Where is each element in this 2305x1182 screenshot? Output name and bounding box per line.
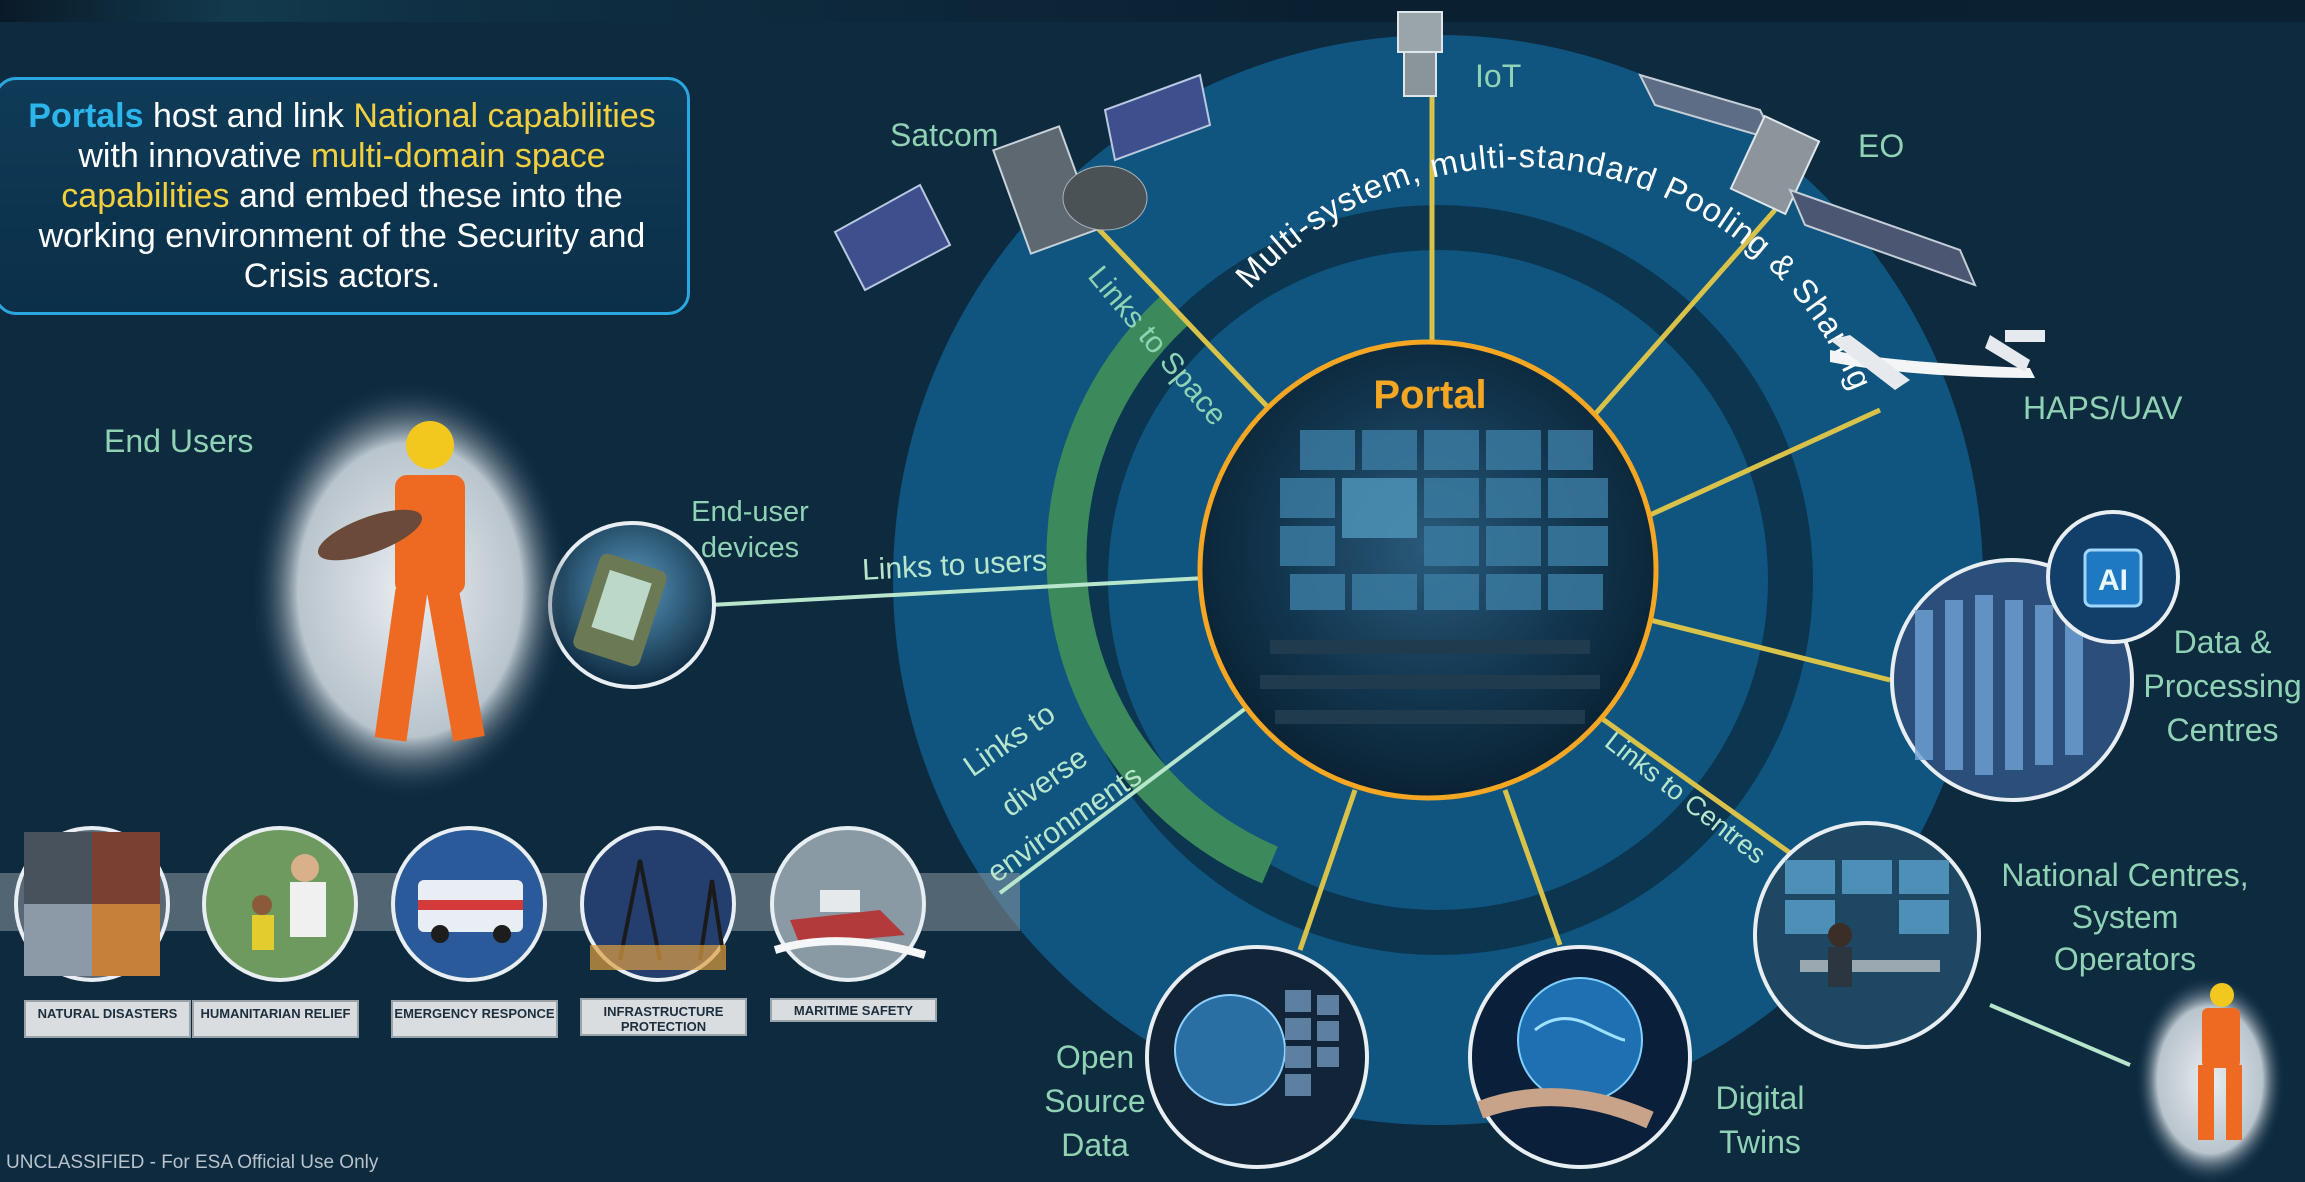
end-user-small-image[interactable] [2135,975,2285,1182]
portal-label: Portal [1373,373,1486,417]
link-end-user-bottom [1989,1003,2131,1067]
satcom-satellite-icon[interactable] [833,73,1212,292]
national-centres-image[interactable] [1753,821,1981,1049]
end-users-image[interactable] [250,380,570,800]
svg-text:AI: AI [2098,564,2128,597]
end-user-devices-label: End-user devices [691,496,809,564]
category-natural-disasters[interactable]: NATURAL DISASTERS [24,1000,191,1038]
emergency-response-image[interactable] [391,826,547,982]
info-text-3: and embed these into the working environ… [38,177,646,295]
link-diverse [998,703,1252,895]
digital-twins-image[interactable] [1468,945,1692,1169]
info-text-1: host and link [143,97,354,135]
satcom-label: Satcom [890,117,999,153]
portal-desks [1260,640,1600,724]
iot-label: IoT [1475,58,1522,94]
link-national [1588,707,1802,863]
info-portals: Portals [28,97,144,135]
info-national: National capabilities [353,97,656,135]
end-users-label: End Users [104,423,254,459]
link-data-centres [1649,617,1891,683]
category-humanitarian-relief[interactable]: HUMANITARIAN RELIEF [192,1000,359,1038]
link-users [709,576,1206,607]
open-source-label: Open Source Data [1044,1039,1146,1163]
category-infrastructure-protection[interactable]: INFRASTRUCTURE PROTECTION [580,998,747,1036]
iot-satellite-icon[interactable] [1397,11,1443,97]
classification-footer: UNCLASSIFIED - For ESA Official Use Only [6,1152,379,1173]
humanitarian-relief-image[interactable] [202,826,358,982]
ai-chip-icon[interactable]: AI [2046,510,2180,644]
link-eo [1588,208,1777,422]
link-open-source [1297,789,1358,951]
eo-label: EO [1858,128,1905,164]
info-box: Portals host and link National capabilit… [0,77,690,315]
national-centres-label: National Centres, System Operators [2001,857,2249,977]
haps-label: HAPS/UAV [2023,390,2183,426]
category-maritime-safety[interactable]: MARITIME SAFETY [770,998,937,1022]
open-source-data-image[interactable] [1145,945,1369,1169]
link-satcom [1088,218,1282,422]
links-green-arc [1046,295,1278,884]
link-haps [1648,407,1882,518]
data-centres-label: Data & Processing Centres [2143,624,2302,748]
digital-twins-label: Digital Twins [1715,1080,1805,1160]
info-multi: multi-domain space capabilities [61,137,606,215]
top-banner-strip [0,0,2305,22]
eo-satellite-icon[interactable] [1638,73,1977,287]
portal-screens [1280,430,1608,610]
maritime-safety-image[interactable] [770,826,927,982]
natural-disasters-image[interactable] [14,826,170,982]
infrastructure-protection-image[interactable] [580,826,736,982]
haps-uav-icon[interactable] [1830,330,2045,390]
info-text-2: with innovative [78,137,311,175]
category-emergency-response[interactable]: EMERGENCY RESPONCE [391,1000,558,1038]
link-digital [1502,789,1563,946]
